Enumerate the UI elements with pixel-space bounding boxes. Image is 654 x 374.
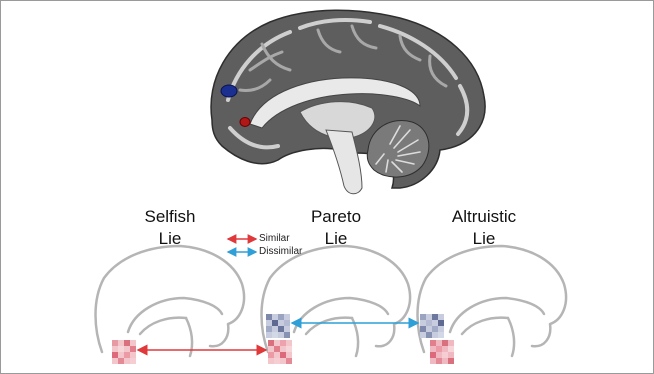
brain-outline-altruistic	[418, 246, 567, 356]
red-pattern-altruistic	[430, 340, 454, 364]
condition-label-pareto: Pareto Lie	[286, 206, 386, 250]
condition-label-altruistic: Altruistic Lie	[428, 206, 540, 250]
roi-red-marker	[240, 118, 250, 127]
brain-outline-pareto	[262, 246, 411, 356]
condition-label-selfish: Selfish Lie	[120, 206, 220, 250]
condition-name-line1: Pareto	[286, 206, 386, 228]
blue-pattern-pareto	[266, 314, 290, 338]
condition-name-line1: Selfish	[120, 206, 220, 228]
legend-dissimilar-label: Dissimilar	[259, 246, 302, 258]
sagittal-brain-slice	[211, 10, 485, 194]
condition-name-line2: Lie	[428, 228, 540, 250]
roi-blue-marker	[221, 85, 237, 97]
condition-name-line2: Lie	[120, 228, 220, 250]
condition-name-line1: Altruistic	[428, 206, 540, 228]
legend-similar-label: Similar	[259, 233, 290, 245]
red-pattern-pareto	[268, 340, 292, 364]
brain-outline-selfish	[96, 246, 245, 356]
red-pattern-selfish	[112, 340, 136, 364]
blue-pattern-altruistic	[420, 314, 444, 338]
